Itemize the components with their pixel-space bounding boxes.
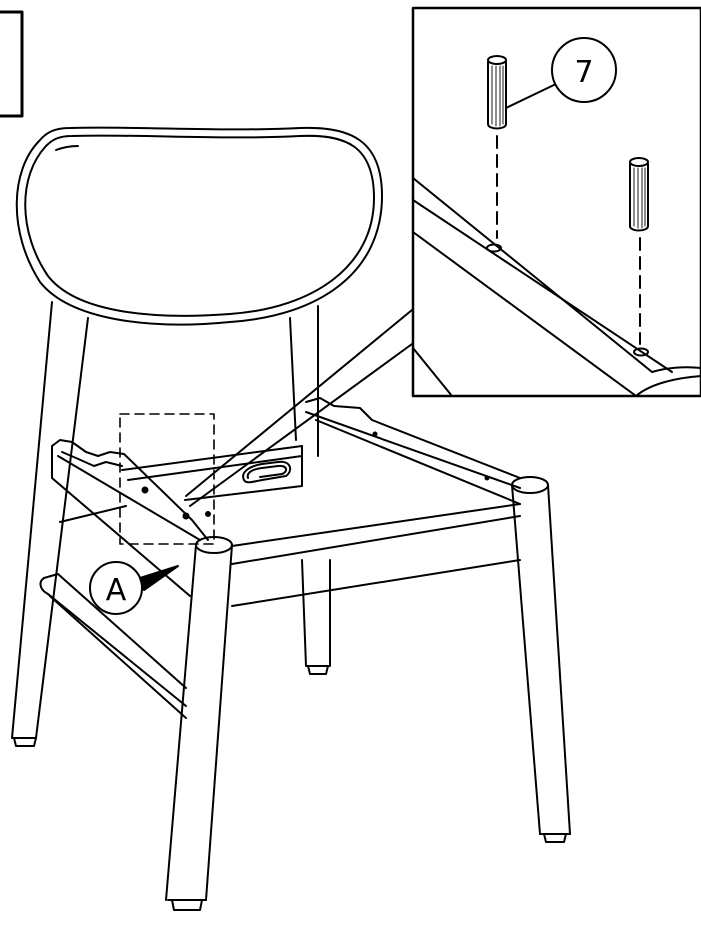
zoom-detail-panel: 7	[411, 6, 701, 398]
front-right-leg	[511, 476, 571, 843]
callout-a-circle	[89, 561, 143, 615]
backrest	[15, 126, 383, 326]
wooden-dowel	[629, 157, 649, 232]
seat-right-rail	[305, 397, 521, 505]
detail-region-marker	[119, 413, 215, 545]
zoom-leader-lines	[185, 309, 413, 507]
front-left-leg	[165, 536, 233, 911]
side-stretcher	[39, 573, 187, 719]
back-left-upright	[11, 301, 89, 747]
seat-front-rail	[231, 503, 521, 607]
seat-inner-edge	[59, 505, 127, 523]
back-right-upright	[289, 305, 319, 457]
callout-a-label: A	[106, 573, 127, 608]
seat-back-rail	[121, 445, 303, 501]
detail-rail	[412, 177, 701, 397]
step-number-box	[0, 10, 24, 118]
callout-a-pointer	[139, 565, 179, 591]
callout-7-circle	[551, 37, 617, 103]
wooden-dowel	[487, 55, 507, 130]
callout-7-label: 7	[574, 55, 593, 90]
rear-right-leg	[301, 559, 331, 675]
callout-7: 7	[505, 37, 617, 109]
callout-7-leader	[505, 83, 557, 109]
seat-left-rail-part-a	[51, 439, 211, 597]
callout-a: A	[89, 561, 179, 615]
